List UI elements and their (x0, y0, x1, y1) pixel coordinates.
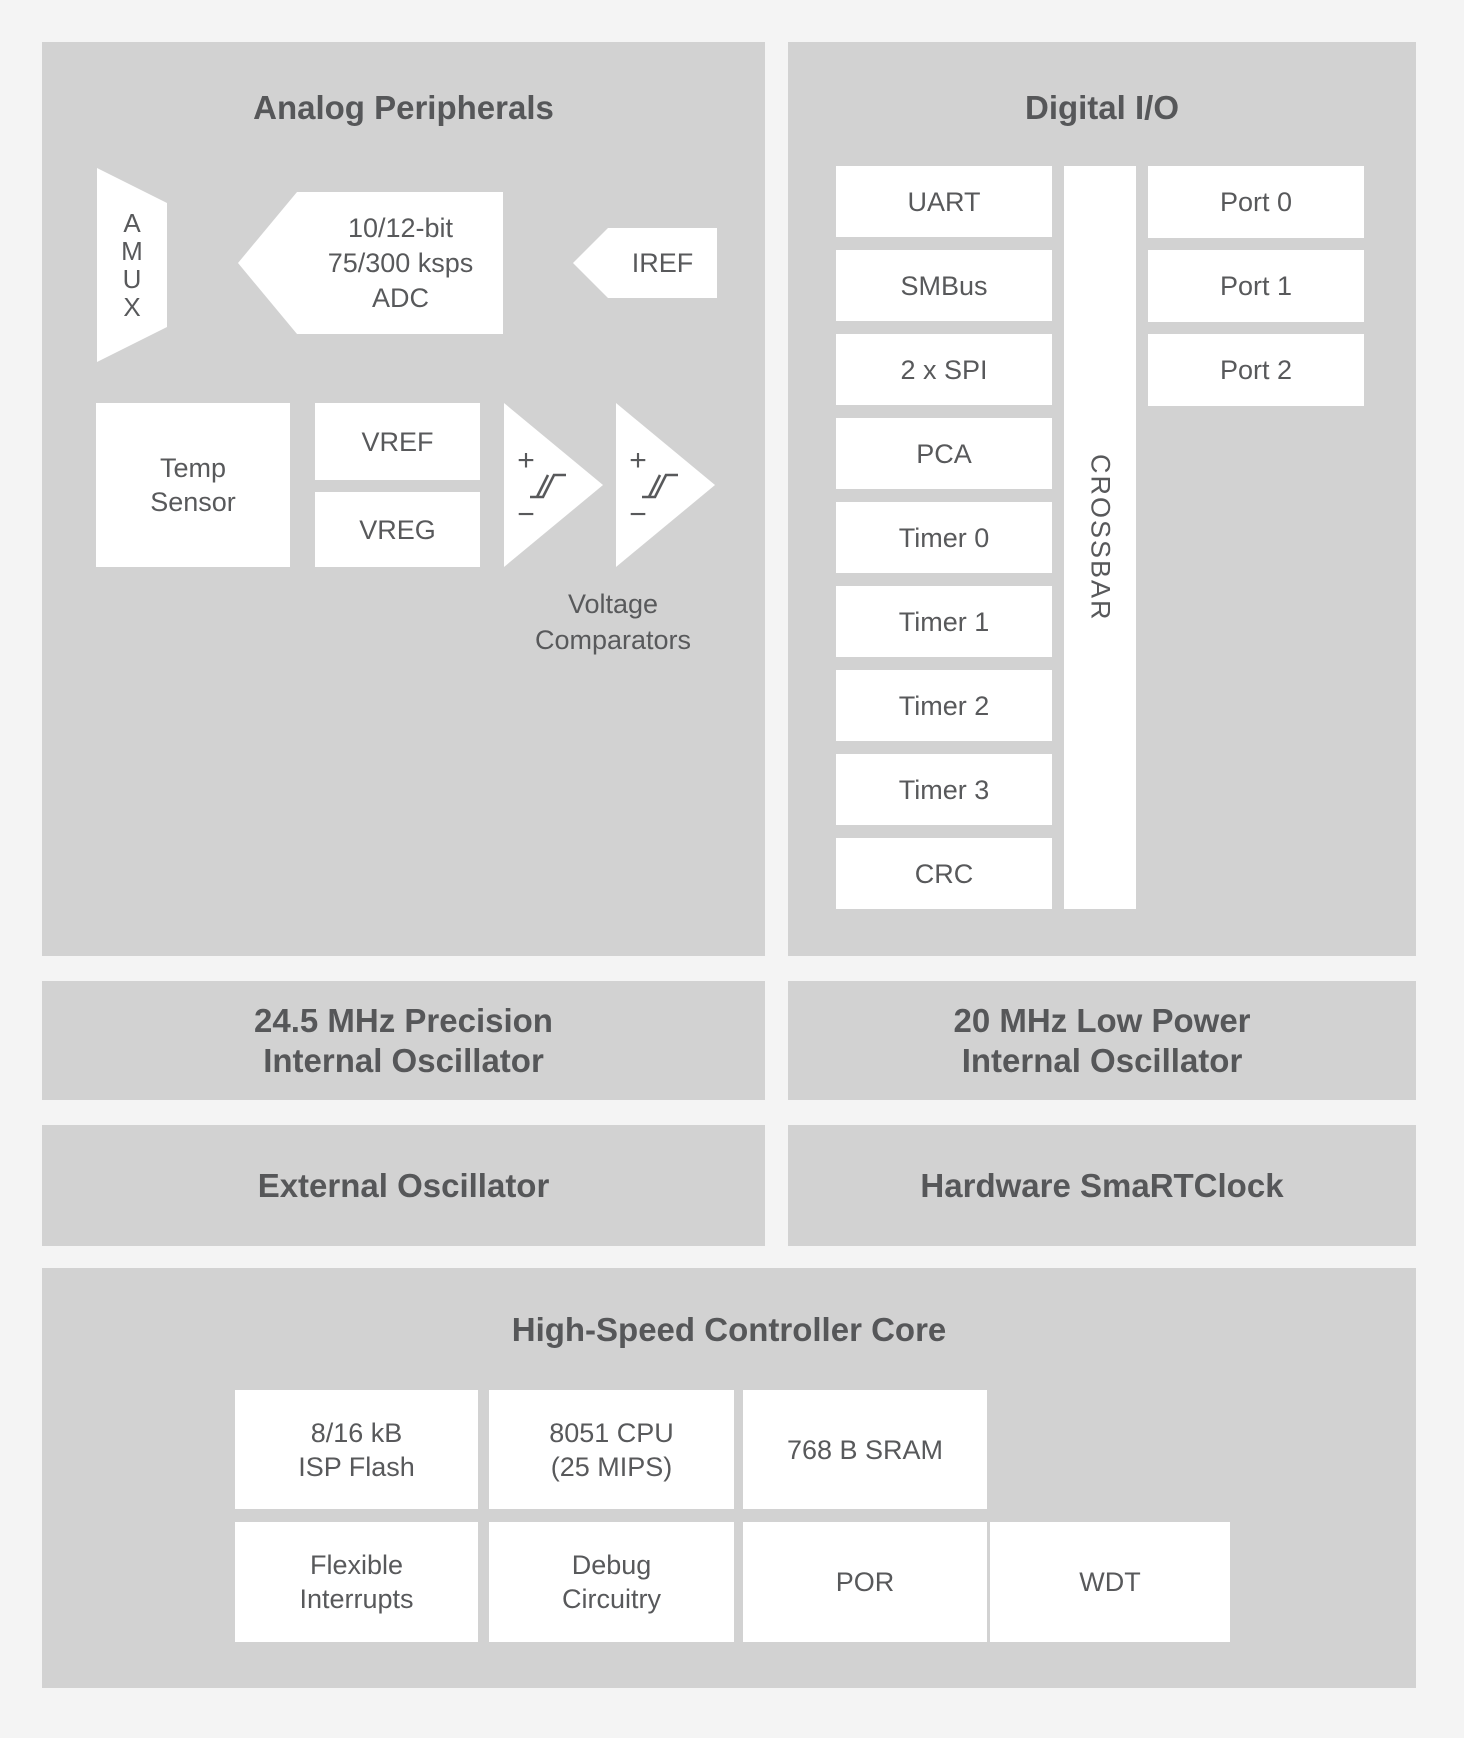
adc-label-line: 75/300 ksps (327, 248, 474, 278)
amux-label: A M U X (97, 200, 167, 330)
precision-oscillator-title: 24.5 MHz Precision Internal Oscillator (42, 981, 765, 1100)
peripheral-box-timer0: Timer 0 (836, 502, 1052, 573)
peripheral-label: Timer 1 (898, 606, 990, 637)
analog-peripherals-title: Analog Peripherals (253, 89, 554, 126)
peripheral-label: UART (907, 186, 981, 217)
amux-letter: U (122, 264, 142, 294)
comparator-2-minus: − (629, 498, 647, 531)
crossbar-label-text: CROSSBAR (1085, 453, 1116, 622)
port-box-1: Port 1 (1148, 250, 1364, 322)
temp-sensor-box: Temp Sensor (96, 403, 290, 567)
peripheral-label: Timer 0 (898, 522, 990, 553)
vreg-box: VREG (315, 492, 480, 567)
amux-shape (97, 168, 167, 362)
low-power-oscillator-line: 20 MHz Low Power (953, 1001, 1251, 1039)
comparator-1-minus: − (517, 498, 535, 531)
precision-oscillator-panel (42, 981, 765, 1100)
external-oscillator-text: External Oscillator (257, 1166, 550, 1204)
comparator-2-shape (616, 403, 715, 567)
peripheral-label: Timer 3 (898, 774, 990, 805)
flexible-interrupts-line: Flexible (309, 1550, 404, 1580)
low-power-oscillator-panel (788, 981, 1416, 1100)
isp-flash-line: ISP Flash (298, 1451, 415, 1482)
external-oscillator-title: External Oscillator (42, 1125, 765, 1246)
digital-io-title: Digital I/O (1024, 89, 1179, 126)
crossbar-box (1064, 166, 1136, 909)
isp-flash-box: 8/16 kB ISP Flash (235, 1390, 478, 1509)
cpu-box: 8051 CPU (25 MIPS) (489, 1390, 734, 1509)
por-label: POR (835, 1567, 895, 1597)
peripheral-box-uart: UART (836, 166, 1052, 237)
low-power-oscillator-line: Internal Oscillator (961, 1041, 1243, 1079)
adc-label: 10/12-bit 75/300 ksps ADC (297, 192, 504, 335)
smartclock-title: Hardware SmaRTClock (788, 1125, 1416, 1246)
comparator-2-plus: + (629, 444, 647, 477)
crossbar-label: CROSSBAR (1064, 166, 1136, 909)
wdt-label: WDT (1079, 1567, 1141, 1597)
iref-arrow (573, 228, 717, 298)
peripheral-box-spi: 2 x SPI (836, 334, 1052, 405)
amux-letter: X (123, 292, 141, 322)
smartclock-text: Hardware SmaRTClock (920, 1166, 1284, 1204)
peripheral-label: 2 x SPI (900, 354, 988, 385)
hysteresis-icon (642, 473, 678, 499)
port-box-0: Port 0 (1148, 166, 1364, 238)
cpu-line: (25 MIPS) (550, 1451, 673, 1482)
debug-circuitry-line: Circuitry (562, 1584, 661, 1614)
cpu-line: 8051 CPU (549, 1417, 674, 1448)
sram-box: 768 B SRAM (743, 1390, 987, 1509)
wdt-box: WDT (990, 1522, 1230, 1642)
flexible-interrupts-line: Interrupts (299, 1584, 414, 1614)
amux-letter: A (123, 208, 141, 238)
adc-label-line: 10/12-bit (347, 213, 454, 243)
precision-oscillator-line: 24.5 MHz Precision (254, 1001, 553, 1039)
por-box: POR (743, 1522, 987, 1642)
smartclock-panel (788, 1125, 1416, 1246)
peripheral-box-timer3: Timer 3 (836, 754, 1052, 825)
debug-circuitry-line: Debug (571, 1550, 652, 1580)
comparator-1-shape (504, 403, 603, 567)
port-label: Port 0 (1219, 187, 1293, 217)
temp-sensor-line: Sensor (150, 487, 236, 517)
peripheral-label: PCA (916, 438, 972, 469)
comparator-1-plus: + (517, 444, 535, 477)
peripheral-label: Timer 2 (898, 690, 990, 721)
hysteresis-icon (530, 473, 566, 499)
peripheral-box-pca: PCA (836, 418, 1052, 489)
controller-core-title: High-Speed Controller Core (511, 1311, 947, 1348)
port-label: Port 2 (1219, 355, 1293, 385)
port-box-2: Port 2 (1148, 334, 1364, 406)
isp-flash-line: 8/16 kB (310, 1417, 403, 1448)
iref-label-text: IREF (631, 248, 694, 278)
peripheral-box-crc: CRC (836, 838, 1052, 909)
flexible-interrupts-box: Flexible Interrupts (235, 1522, 478, 1642)
iref-label: IREF (608, 228, 717, 298)
external-oscillator-panel (42, 1125, 765, 1246)
precision-oscillator-line: Internal Oscillator (263, 1041, 544, 1079)
peripheral-label: SMBus (900, 270, 988, 301)
amux-letter: M (121, 236, 143, 266)
debug-circuitry-box: Debug Circuitry (489, 1522, 734, 1642)
peripheral-box-timer2: Timer 2 (836, 670, 1052, 741)
vref-label: VREF (361, 426, 434, 457)
temp-sensor-line: Temp (159, 453, 227, 483)
vreg-label: VREG (359, 514, 436, 545)
adc-arrow (238, 192, 503, 334)
peripheral-label: CRC (914, 858, 974, 889)
low-power-oscillator-title: 20 MHz Low Power Internal Oscillator (788, 981, 1416, 1100)
vref-box: VREF (315, 403, 480, 480)
adc-label-line: ADC (371, 283, 429, 313)
peripheral-box-smbus: SMBus (836, 250, 1052, 321)
sram-label: 768 B SRAM (786, 1434, 944, 1465)
voltage-comparators-line: Voltage (567, 589, 659, 619)
voltage-comparators-label: Voltage Comparators (488, 586, 738, 658)
port-label: Port 1 (1219, 271, 1293, 301)
voltage-comparators-line: Comparators (534, 625, 692, 655)
peripheral-box-timer1: Timer 1 (836, 586, 1052, 657)
